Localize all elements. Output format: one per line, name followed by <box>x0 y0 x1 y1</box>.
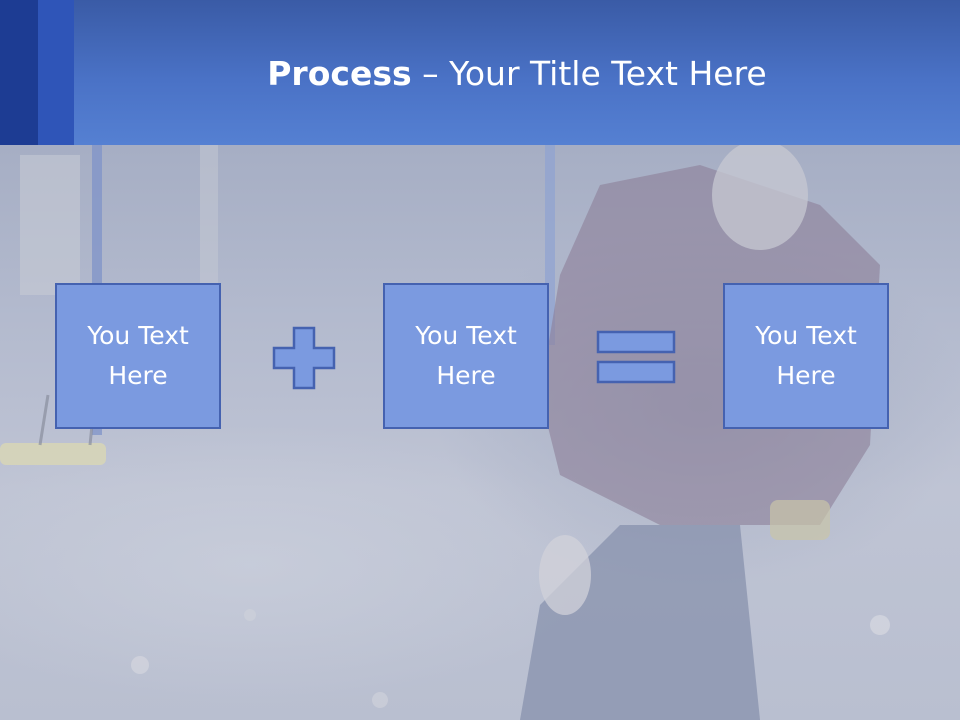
process-step-2-text: You Text Here <box>415 321 517 390</box>
plus-icon <box>272 326 336 390</box>
playground-scene-image <box>0 145 890 720</box>
title-bar: Process – Your Title Text Here <box>0 0 960 145</box>
process-step-3-box[interactable]: You Text Here <box>723 283 889 429</box>
header-accent-dark <box>0 0 38 145</box>
slide-title-rest: – Your Title Text Here <box>411 54 767 93</box>
process-step-1-text: You Text Here <box>87 321 189 390</box>
equals-icon <box>596 330 676 384</box>
header-accent-mid <box>38 0 74 145</box>
process-step-3-text: You Text Here <box>755 321 857 390</box>
process-step-2-box[interactable]: You Text Here <box>383 283 549 429</box>
slide-title-bold: Process <box>267 54 412 93</box>
slide-title[interactable]: Process – Your Title Text Here <box>74 52 960 96</box>
background-photo <box>0 145 960 720</box>
process-step-1-box[interactable]: You Text Here <box>55 283 221 429</box>
